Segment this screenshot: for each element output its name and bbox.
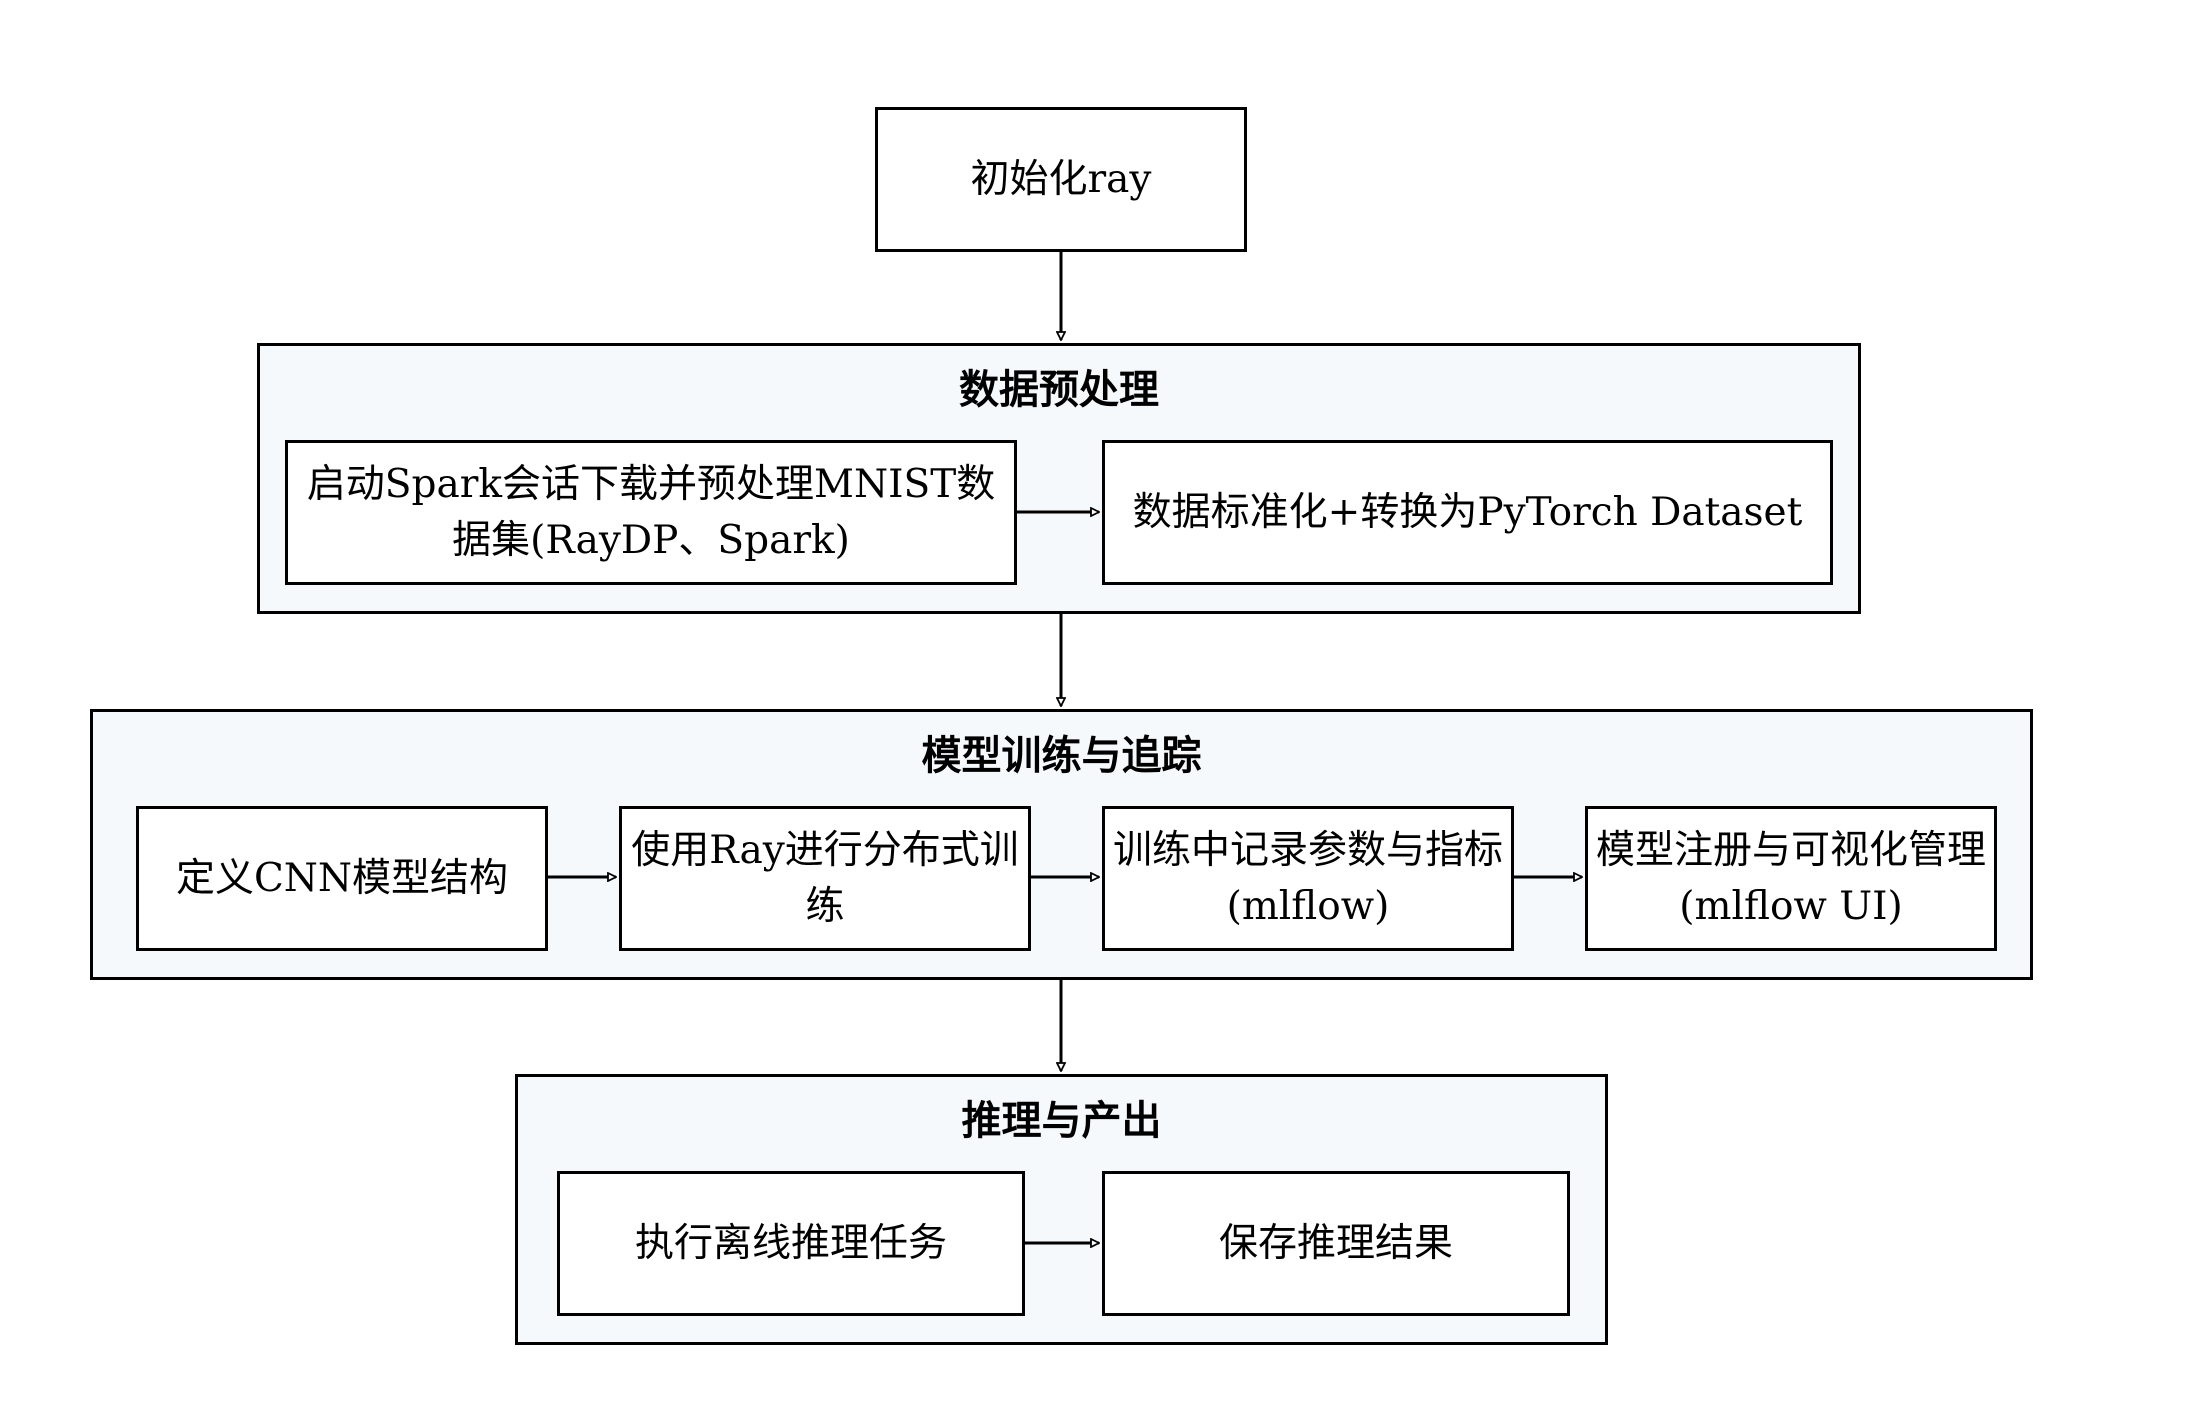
node-offline-inference-label: 执行离线推理任务 [634, 1220, 947, 1266]
node-save-results-label: 保存推理结果 [1218, 1220, 1453, 1266]
node-distributed-training-label: 使用Ray进行分布式训练 [631, 827, 1019, 929]
node-spark-session: 启动Spark会话下载并预处理MNIST数据集(RayDP、Spark) [285, 440, 1017, 585]
node-define-cnn: 定义CNN模型结构 [136, 806, 548, 951]
group-title-inference: 推理与产出 [961, 1097, 1162, 1144]
group-title-preprocessing: 数据预处理 [959, 366, 1159, 413]
node-init-ray: 初始化ray [875, 107, 1247, 252]
node-init-ray-label: 初始化ray [970, 156, 1152, 202]
node-offline-inference: 执行离线推理任务 [557, 1171, 1025, 1316]
node-spark-session-label: 启动Spark会话下载并预处理MNIST数据集(RayDP、Spark) [306, 461, 996, 563]
node-log-metrics-label: 训练中记录参数与指标(mlflow) [1113, 827, 1504, 929]
group-title-training: 模型训练与追踪 [921, 732, 1202, 779]
node-distributed-training: 使用Ray进行分布式训练 [619, 806, 1031, 951]
node-log-metrics: 训练中记录参数与指标(mlflow) [1102, 806, 1514, 951]
node-save-results: 保存推理结果 [1102, 1171, 1570, 1316]
node-define-cnn-label: 定义CNN模型结构 [175, 855, 509, 901]
node-normalize: 数据标准化+转换为PyTorch Dataset [1102, 440, 1833, 585]
node-register-model-label: 模型注册与可视化管理(mlflow UI) [1596, 827, 1987, 929]
node-register-model: 模型注册与可视化管理(mlflow UI) [1585, 806, 1997, 951]
node-normalize-label: 数据标准化+转换为PyTorch Dataset [1132, 489, 1803, 535]
